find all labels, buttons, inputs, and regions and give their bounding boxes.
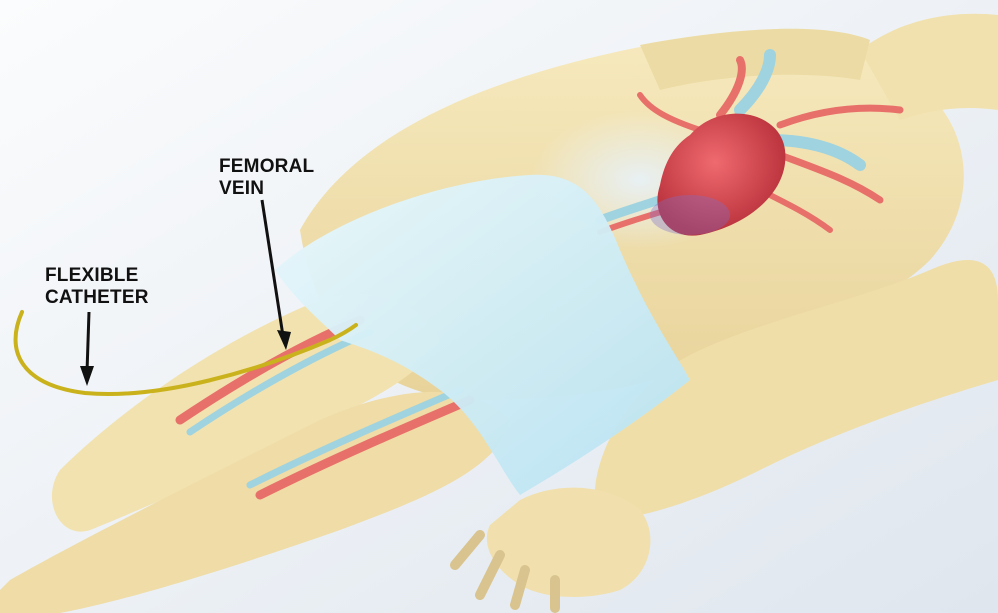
femoral-vein-label-line1: FEMORAL (219, 156, 314, 178)
flexible-catheter-label-line2: CATHETER (45, 287, 149, 309)
femoral-vein-label-line2: VEIN (219, 178, 314, 200)
flexible-catheter-label: FLEXIBLE CATHETER (45, 265, 149, 309)
femoral-vein-label: FEMORAL VEIN (219, 156, 314, 200)
flexible-catheter-label-line1: FLEXIBLE (45, 265, 149, 287)
heart-shadow (650, 195, 730, 235)
